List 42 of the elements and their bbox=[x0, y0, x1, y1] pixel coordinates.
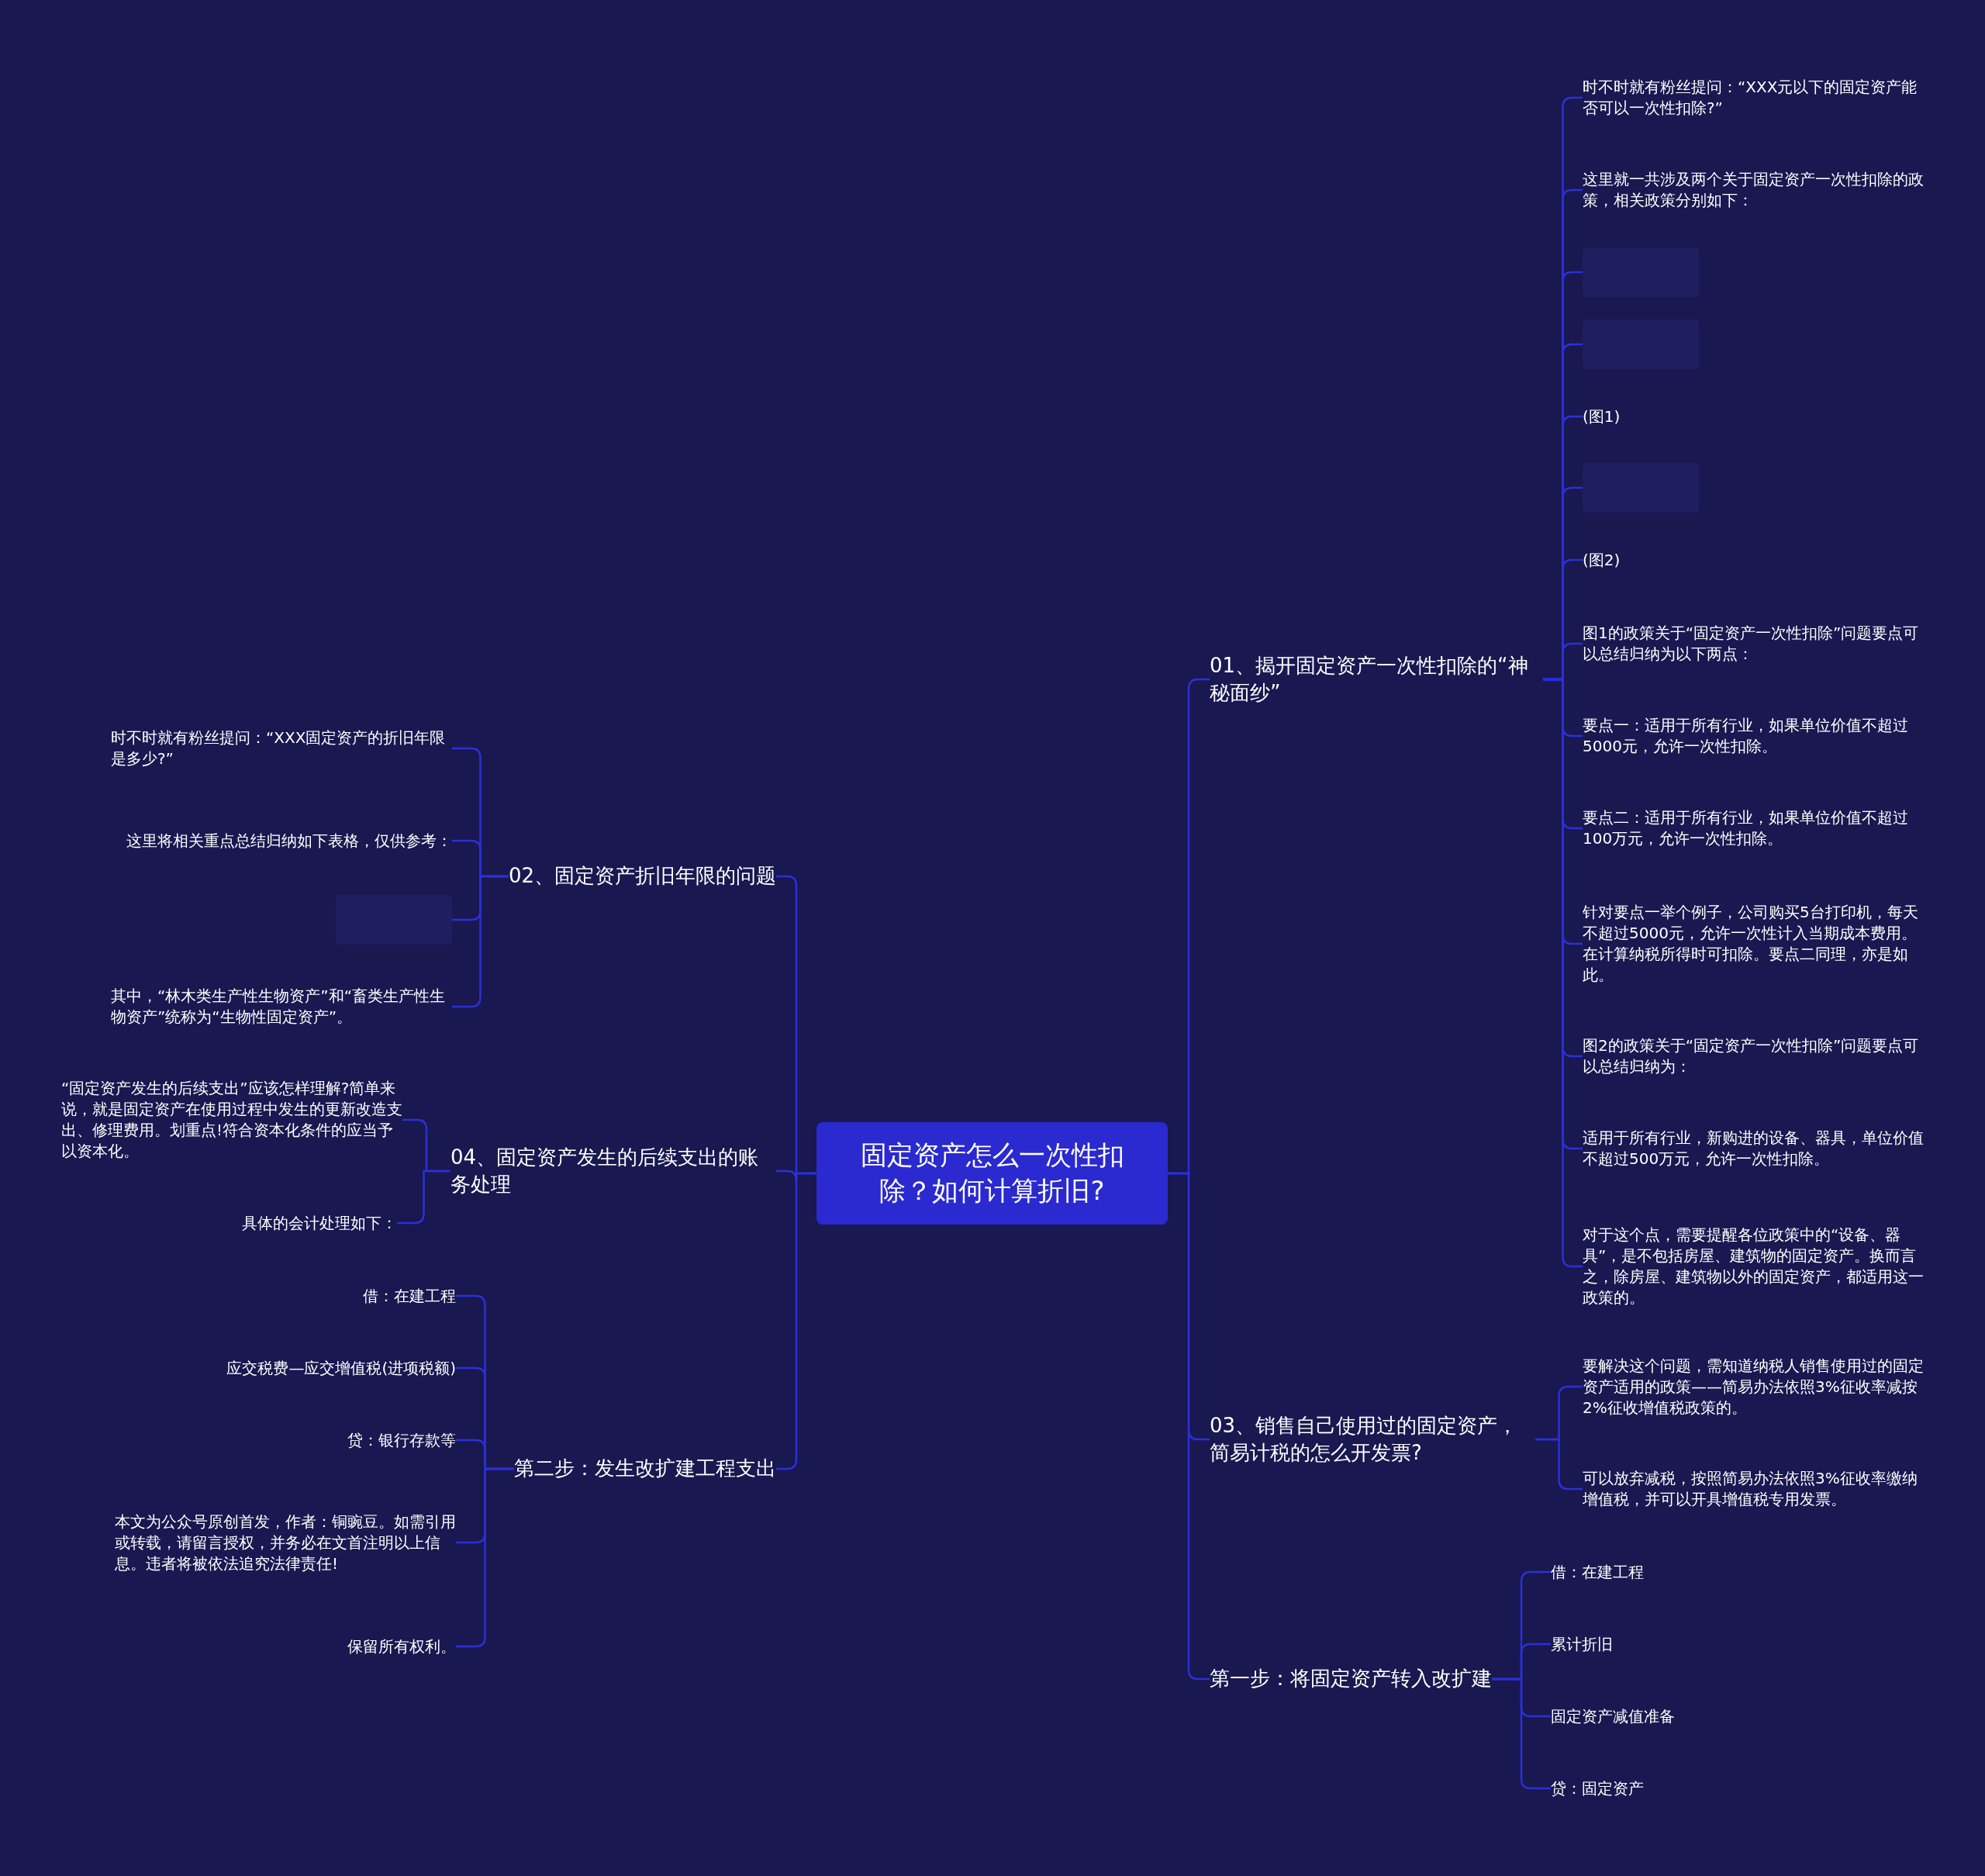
branch-topic: 04、固定资产发生的后续支出的账务处理 bbox=[451, 1140, 776, 1202]
leaf-note: “固定资产发生的后续支出”应该怎样理解?简单来说，就是固定资产在使用过程中发生的更新改造支出、修理费用。划重点!符合资本化条件的应当予以资本化。 bbox=[61, 1076, 402, 1164]
branch-topic: 第一步：将固定资产转入改扩建 bbox=[1210, 1662, 1492, 1696]
branch-topic: 01、揭开固定资产一次性扣除的“神秘面纱” bbox=[1210, 648, 1543, 710]
leaf-note: 其中，“林木类生产性生物资产”和“畜类生产性生物资产”统称为“生物性固定资产”。 bbox=[111, 983, 452, 1030]
branch-topic: 03、销售自己使用过的固定资产，简易计税的怎么开发票? bbox=[1210, 1408, 1535, 1470]
leaf-note: 图2的政策关于“固定资产一次性扣除”问题要点可以总结归纳为： bbox=[1583, 1033, 1924, 1080]
leaf-note: 对于这个点，需要提醒各位政策中的“设备、器具”，是不包括房屋、建筑物的固定资产。换而言之，除房屋、建筑物以外的固定资产，都适用这一政策的。 bbox=[1583, 1222, 1924, 1311]
leaf-note: 这里就一共涉及两个关于固定资产一次性扣除的政策，相关政策分别如下： bbox=[1583, 167, 1924, 213]
connector-line bbox=[397, 1169, 451, 1225]
leaf-note: 具体的会计处理如下： bbox=[242, 1210, 397, 1236]
leaf-note: 图1的政策关于“固定资产一次性扣除”问题要点可以总结归纳为以下两点： bbox=[1583, 620, 1924, 667]
connector-line bbox=[456, 1467, 514, 1648]
leaf-note: 要点二：适用于所有行业，如果单位价值不超过100万元，允许一次性扣除。 bbox=[1583, 805, 1924, 852]
leaf-note: 要点一：适用于所有行业，如果单位价值不超过5000元，允许一次性扣除。 bbox=[1583, 713, 1924, 759]
empty-box bbox=[1583, 247, 1699, 297]
branch-topic: 第二步：发生改扩建工程支出 bbox=[514, 1452, 776, 1486]
empty-box bbox=[1583, 463, 1699, 513]
connector-line bbox=[1492, 1677, 1551, 1790]
empty-box bbox=[1583, 320, 1699, 369]
leaf-note: 时不时就有粉丝提问：“XXX元以下的固定资产能否可以一次性扣除?” bbox=[1583, 74, 1924, 121]
leaf-note: 累计折旧 bbox=[1551, 1631, 1613, 1657]
leaf-note: 时不时就有粉丝提问：“XXX固定资产的折旧年限是多少?” bbox=[111, 725, 452, 772]
leaf-note: 借：在建工程 bbox=[363, 1283, 456, 1309]
leaf-note: 本文为公众号原创首发，作者：铜豌豆。如需引用或转载，请留言授权，并务必在文首注明以上信息。违者将被依法追究法律责任! bbox=[115, 1508, 456, 1577]
leaf-note: 适用于所有行业，新购进的设备、器具，单位价值不超过500万元，允许一次性扣除。 bbox=[1583, 1125, 1924, 1172]
leaf-note: 要解决这个问题，需知道纳税人销售使用过的固定资产适用的政策——简易办法依照3%征收率减按2%征收增值税政策的。 bbox=[1583, 1353, 1924, 1421]
leaf-note: 贷：固定资产 bbox=[1551, 1775, 1644, 1802]
leaf-note: 应交税费—应交增值税(进项税额) bbox=[226, 1355, 456, 1381]
leaf-note: 固定资产减值准备 bbox=[1551, 1703, 1675, 1729]
connector-line bbox=[452, 875, 509, 1008]
leaf-note: 保留所有权利。 bbox=[347, 1633, 456, 1660]
leaf-note: (图2) bbox=[1583, 547, 1621, 573]
leaf-note: 可以放弃减税，按照简易办法依照3%征收率缴纳增值税，并可以开具增值税专用发票。 bbox=[1583, 1466, 1924, 1512]
leaf-note: 借：在建工程 bbox=[1551, 1559, 1644, 1585]
branch-topic: 02、固定资产折旧年限的问题 bbox=[508, 859, 776, 893]
empty-box bbox=[336, 895, 452, 945]
leaf-note: 这里将相关重点总结归纳如下表格，仅供参考： bbox=[126, 827, 452, 854]
leaf-note: (图1) bbox=[1583, 403, 1621, 430]
central-topic-box: 固定资产怎么一次性扣除？如何计算折旧? bbox=[816, 1122, 1168, 1225]
leaf-note: 针对要点一举个例子，公司购买5台打印机，每天不超过5000元，允许一次性计入当期成本费用。在计算纳税所得时可扣除。要点二同理，亦是如此。 bbox=[1583, 900, 1924, 988]
leaf-note: 贷：银行存款等 bbox=[347, 1427, 456, 1453]
